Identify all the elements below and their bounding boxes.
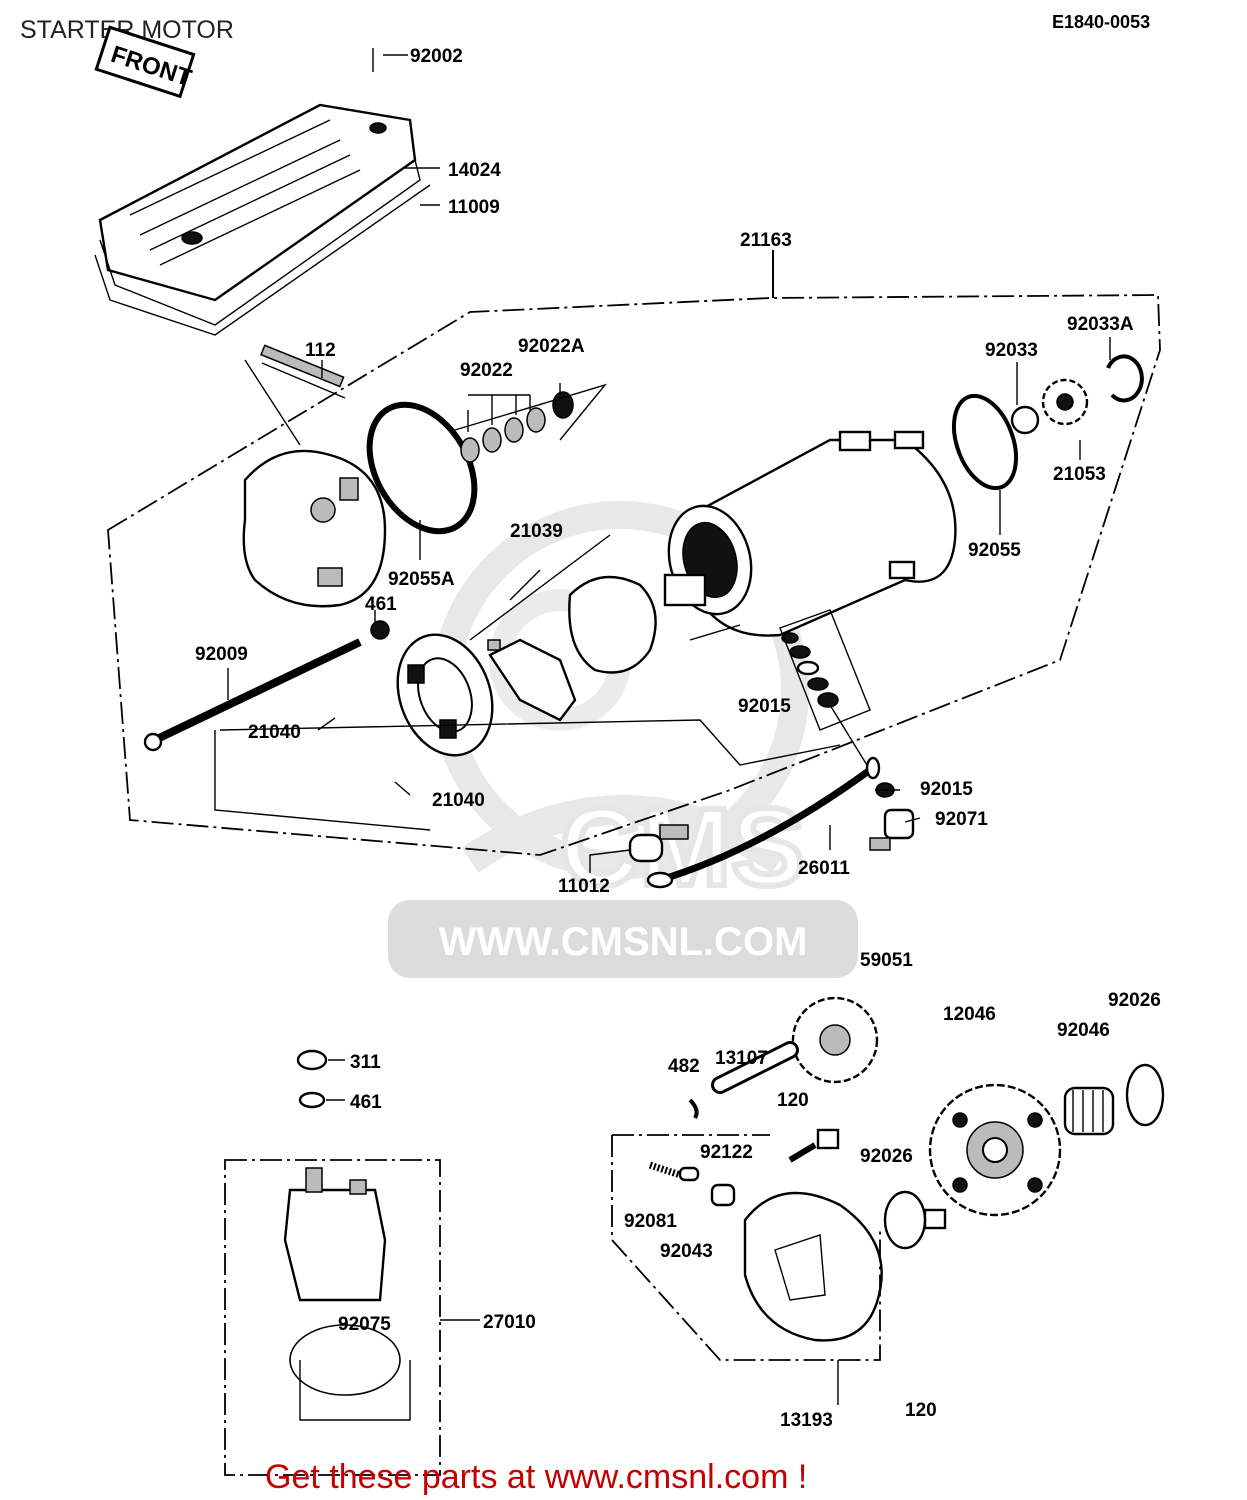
part-label: 92055A — [388, 569, 455, 590]
part-label: 92015 — [738, 696, 791, 717]
part-label: 92043 — [660, 1241, 713, 1262]
part-label: 92075 — [338, 1314, 391, 1335]
part-label: 92022A — [518, 336, 585, 357]
starter-cable-icon — [646, 756, 881, 889]
pinion-gear-icon — [1041, 378, 1089, 426]
part-label: 92033 — [985, 340, 1038, 361]
o-ring-right-icon — [951, 393, 1019, 491]
part-label: 92081 — [624, 1211, 677, 1232]
buy-parts-link[interactable]: Get these parts at www.cmsnl.com ! — [265, 1458, 807, 1496]
part-label: 92015 — [920, 779, 973, 800]
part-label: 92122 — [700, 1142, 753, 1163]
part-label: 461 — [350, 1092, 382, 1113]
clip-icon — [688, 1098, 699, 1120]
drawing-code: E1840-0053 — [1052, 12, 1150, 32]
part-label: 112 — [305, 340, 336, 361]
part-label: 21039 — [510, 521, 563, 542]
part-label: 120 — [777, 1090, 809, 1111]
clutch-housing-icon — [743, 1191, 883, 1342]
part-label: 11012 — [558, 876, 610, 897]
sprocket-gear-icon — [928, 1083, 1062, 1217]
part-label: 92009 — [195, 644, 248, 665]
spring-icon — [648, 1161, 736, 1207]
part-label: 92022 — [460, 360, 513, 381]
motor-yoke-icon — [663, 430, 957, 637]
nut-icon — [296, 1049, 328, 1071]
washer-icon — [883, 1190, 927, 1250]
lock-washer-icon — [298, 1091, 326, 1109]
part-label: 21053 — [1053, 464, 1106, 485]
part-label: 21163 — [740, 230, 792, 251]
part-label: 120 — [905, 1400, 937, 1421]
needle-bearing-icon — [1063, 1086, 1115, 1136]
part-label: 13193 — [780, 1410, 833, 1431]
watermark-url: WWW.CMSNL.COM — [439, 920, 808, 964]
cms-watermark: CMS WWW.CMSNL.COM — [388, 501, 858, 978]
through-bolt-icon — [143, 638, 362, 752]
terminal-nut-stack-icon — [781, 632, 839, 708]
part-label: 92033A — [1067, 314, 1134, 335]
part-label: 92002 — [410, 46, 463, 67]
washer-stack-icon — [460, 391, 574, 463]
part-label: 311 — [350, 1052, 381, 1073]
part-label: 92071 — [935, 809, 988, 830]
terminal-boot-icon — [628, 824, 689, 863]
part-label: 21040 — [248, 722, 301, 743]
cover-assembly-icon — [94, 103, 431, 336]
part-label: 27010 — [483, 1312, 536, 1333]
part-label: 13107 — [715, 1048, 768, 1069]
part-label: 92055 — [968, 540, 1021, 561]
idler-gear-icon — [791, 996, 879, 1084]
brush-plate-icon — [487, 575, 657, 722]
end-cover-icon — [242, 449, 387, 608]
part-label: 92046 — [1057, 1020, 1110, 1041]
armature-group-outline — [107, 294, 1161, 856]
part-label: 14024 — [448, 160, 501, 181]
bolt-icon — [788, 1128, 840, 1163]
part-label: 482 — [668, 1056, 700, 1077]
part-label: 11009 — [448, 197, 500, 218]
starter-relay-icon — [283, 1167, 411, 1421]
watermark-brand: CMS — [560, 786, 804, 909]
part-label: 92026 — [1108, 990, 1161, 1011]
part-label: 26011 — [798, 858, 850, 879]
part-label: 21040 — [432, 790, 485, 811]
part-label: 461 — [365, 594, 397, 615]
part-label: 12046 — [943, 1004, 996, 1025]
shaft-icon — [711, 1041, 799, 1094]
part-label: 59051 — [860, 950, 913, 971]
terminal-cap-icon — [869, 808, 915, 851]
part-label: 92026 — [860, 1146, 913, 1167]
circlip-icon — [1106, 354, 1144, 403]
